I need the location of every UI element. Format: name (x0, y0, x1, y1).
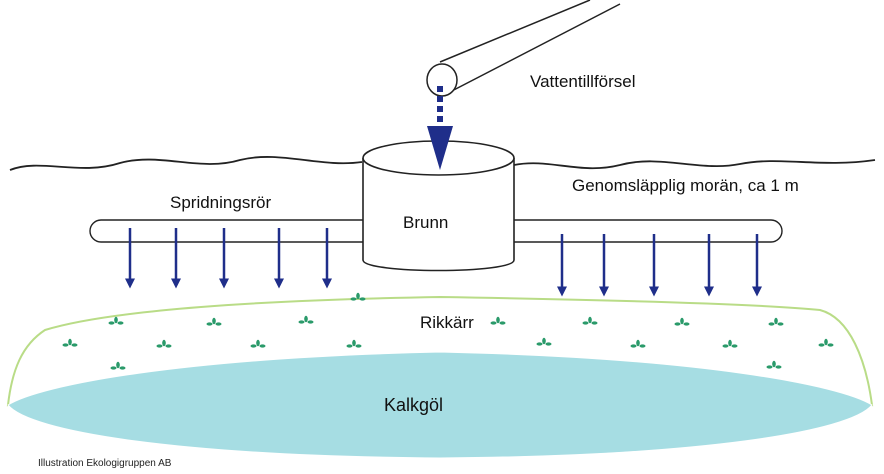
plant-symbol (582, 316, 598, 325)
seepage-arrows (125, 228, 762, 297)
plant-symbol (674, 317, 690, 326)
marl-lake-label: Kalkgöl (384, 395, 444, 415)
plant-symbol (722, 339, 738, 348)
distribution-pipe-left (89, 219, 381, 243)
plant-symbol (490, 316, 506, 325)
ground-surface-line (9, 156, 876, 171)
distribution-pipe-label: Spridningsrör (170, 193, 272, 212)
plant-symbol (62, 338, 78, 347)
plant-symbol (108, 316, 124, 325)
plant-symbol (250, 339, 266, 348)
plant-symbol (346, 339, 362, 348)
plant-symbol (630, 339, 646, 348)
plant-symbol (536, 337, 552, 346)
plant-symbol (768, 317, 784, 326)
illustration-credit: Illustration Ekologigruppen AB (38, 458, 172, 469)
fen-plants (62, 292, 834, 370)
inflow-arrow (427, 126, 453, 170)
fen-label: Rikkärr (418, 313, 476, 333)
plant-symbol (766, 360, 782, 369)
plant-symbol (350, 292, 366, 301)
moraine-label: Genomsläpplig morän, ca 1 m (572, 176, 799, 195)
water-supply-pipe (426, 0, 621, 97)
plant-symbol (818, 338, 834, 347)
water-supply-label: Vattentillförsel (530, 72, 636, 91)
plant-symbol (206, 317, 222, 326)
distribution-pipe-right (495, 219, 783, 243)
plant-symbol (156, 339, 172, 348)
well-label: Brunn (403, 213, 449, 232)
plant-symbol (110, 361, 126, 370)
plant-symbol (298, 315, 314, 324)
marl-lake (7, 351, 873, 459)
